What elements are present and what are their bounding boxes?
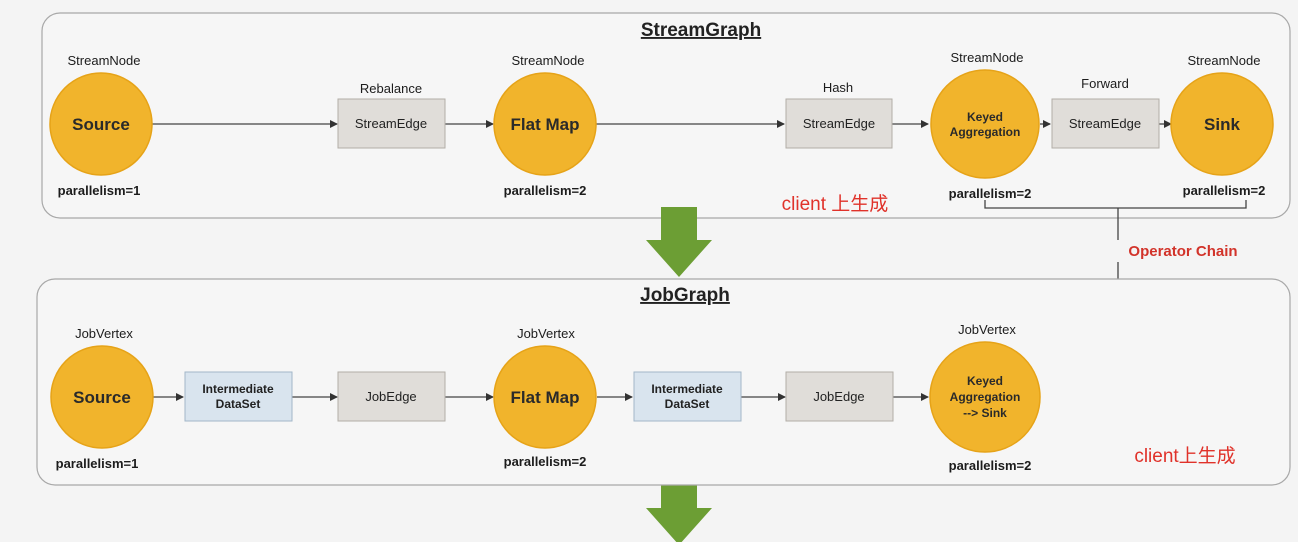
stream-edge2-partition: Hash <box>823 80 853 95</box>
down-arrow-icon <box>646 207 712 277</box>
stream-node-type-keyed: StreamNode <box>951 50 1024 65</box>
job-dataset2-line2: DataSet <box>665 397 710 411</box>
operator-chain-label: Operator Chain <box>1128 243 1237 260</box>
stream-edge1-label: StreamEdge <box>355 116 427 131</box>
operator-chain-bracket <box>984 200 1247 209</box>
job-vertex-flatmap <box>493 345 597 449</box>
job-graph-panel: JobGraph JobVertex Source parallelism=1 … <box>36 278 1291 486</box>
job-vertex-keyed-line2: Aggregation <box>950 390 1021 404</box>
job-graph-title: JobGraph <box>640 285 730 306</box>
stream-node-flatmap <box>493 72 597 176</box>
job-source-parallelism: parallelism=1 <box>56 456 139 471</box>
stream-node-sink <box>1170 72 1274 176</box>
down-arrow-icon-bottom <box>646 474 712 542</box>
job-dataset1-line1: Intermediate <box>202 382 274 396</box>
stream-node-keyed <box>930 69 1040 179</box>
stream-node-sink-label: Sink <box>1204 115 1240 134</box>
stream-graph-panel: StreamGraph StreamNode Source parallelis… <box>41 12 1291 219</box>
stream-edge3-partition: Forward <box>1081 76 1129 91</box>
stream-node-keyed-line2: Aggregation <box>950 125 1021 139</box>
stream-edge2-label: StreamEdge <box>803 116 875 131</box>
stream-edge1-partition: Rebalance <box>360 81 422 96</box>
job-vertex-flatmap-label: Flat Map <box>511 388 580 407</box>
stream-node-source <box>49 72 153 176</box>
job-vertex-source-label: Source <box>73 388 131 407</box>
stream-node-source-label: Source <box>72 115 130 134</box>
job-dataset2-box <box>633 371 742 422</box>
stream-edge1-box <box>337 98 446 149</box>
job-vertex-type-source: JobVertex <box>75 326 133 341</box>
job-graph-client-note: client上生成 <box>1134 445 1235 467</box>
job-vertex-keyed-line3: --> Sink <box>963 406 1007 420</box>
stream-graph-title: StreamGraph <box>641 20 761 41</box>
job-edge2-label: JobEdge <box>813 389 864 404</box>
job-edge1-box <box>337 371 446 422</box>
job-vertex-type-keyed: JobVertex <box>958 322 1016 337</box>
job-vertex-type-flatmap: JobVertex <box>517 326 575 341</box>
job-flatmap-parallelism: parallelism=2 <box>504 454 587 469</box>
stream-flatmap-parallelism: parallelism=2 <box>504 183 587 198</box>
stream-keyed-parallelism: parallelism=2 <box>949 186 1032 201</box>
job-vertex-source <box>50 345 154 449</box>
job-vertex-keyed <box>929 341 1041 453</box>
stream-node-type-source: StreamNode <box>68 53 141 68</box>
stream-sink-parallelism: parallelism=2 <box>1183 183 1266 198</box>
job-keyed-parallelism: parallelism=2 <box>949 458 1032 473</box>
job-dataset2-line1: Intermediate <box>651 382 723 396</box>
stream-node-type-sink: StreamNode <box>1188 53 1261 68</box>
stream-node-type-flatmap: StreamNode <box>512 53 585 68</box>
stream-node-keyed-line1: Keyed <box>967 110 1003 124</box>
stream-edge2-box <box>785 98 893 149</box>
job-dataset1-box <box>184 371 293 422</box>
stream-node-flatmap-label: Flat Map <box>511 115 580 134</box>
job-vertex-keyed-line1: Keyed <box>967 374 1003 388</box>
stream-edge3-label: StreamEdge <box>1069 116 1141 131</box>
job-dataset1-line2: DataSet <box>216 397 261 411</box>
stream-graph-client-note: client 上生成 <box>782 193 889 215</box>
job-edge2-box <box>785 371 894 422</box>
stream-edge3-box <box>1051 98 1160 149</box>
stream-source-parallelism: parallelism=1 <box>58 183 141 198</box>
job-edge1-label: JobEdge <box>365 389 416 404</box>
